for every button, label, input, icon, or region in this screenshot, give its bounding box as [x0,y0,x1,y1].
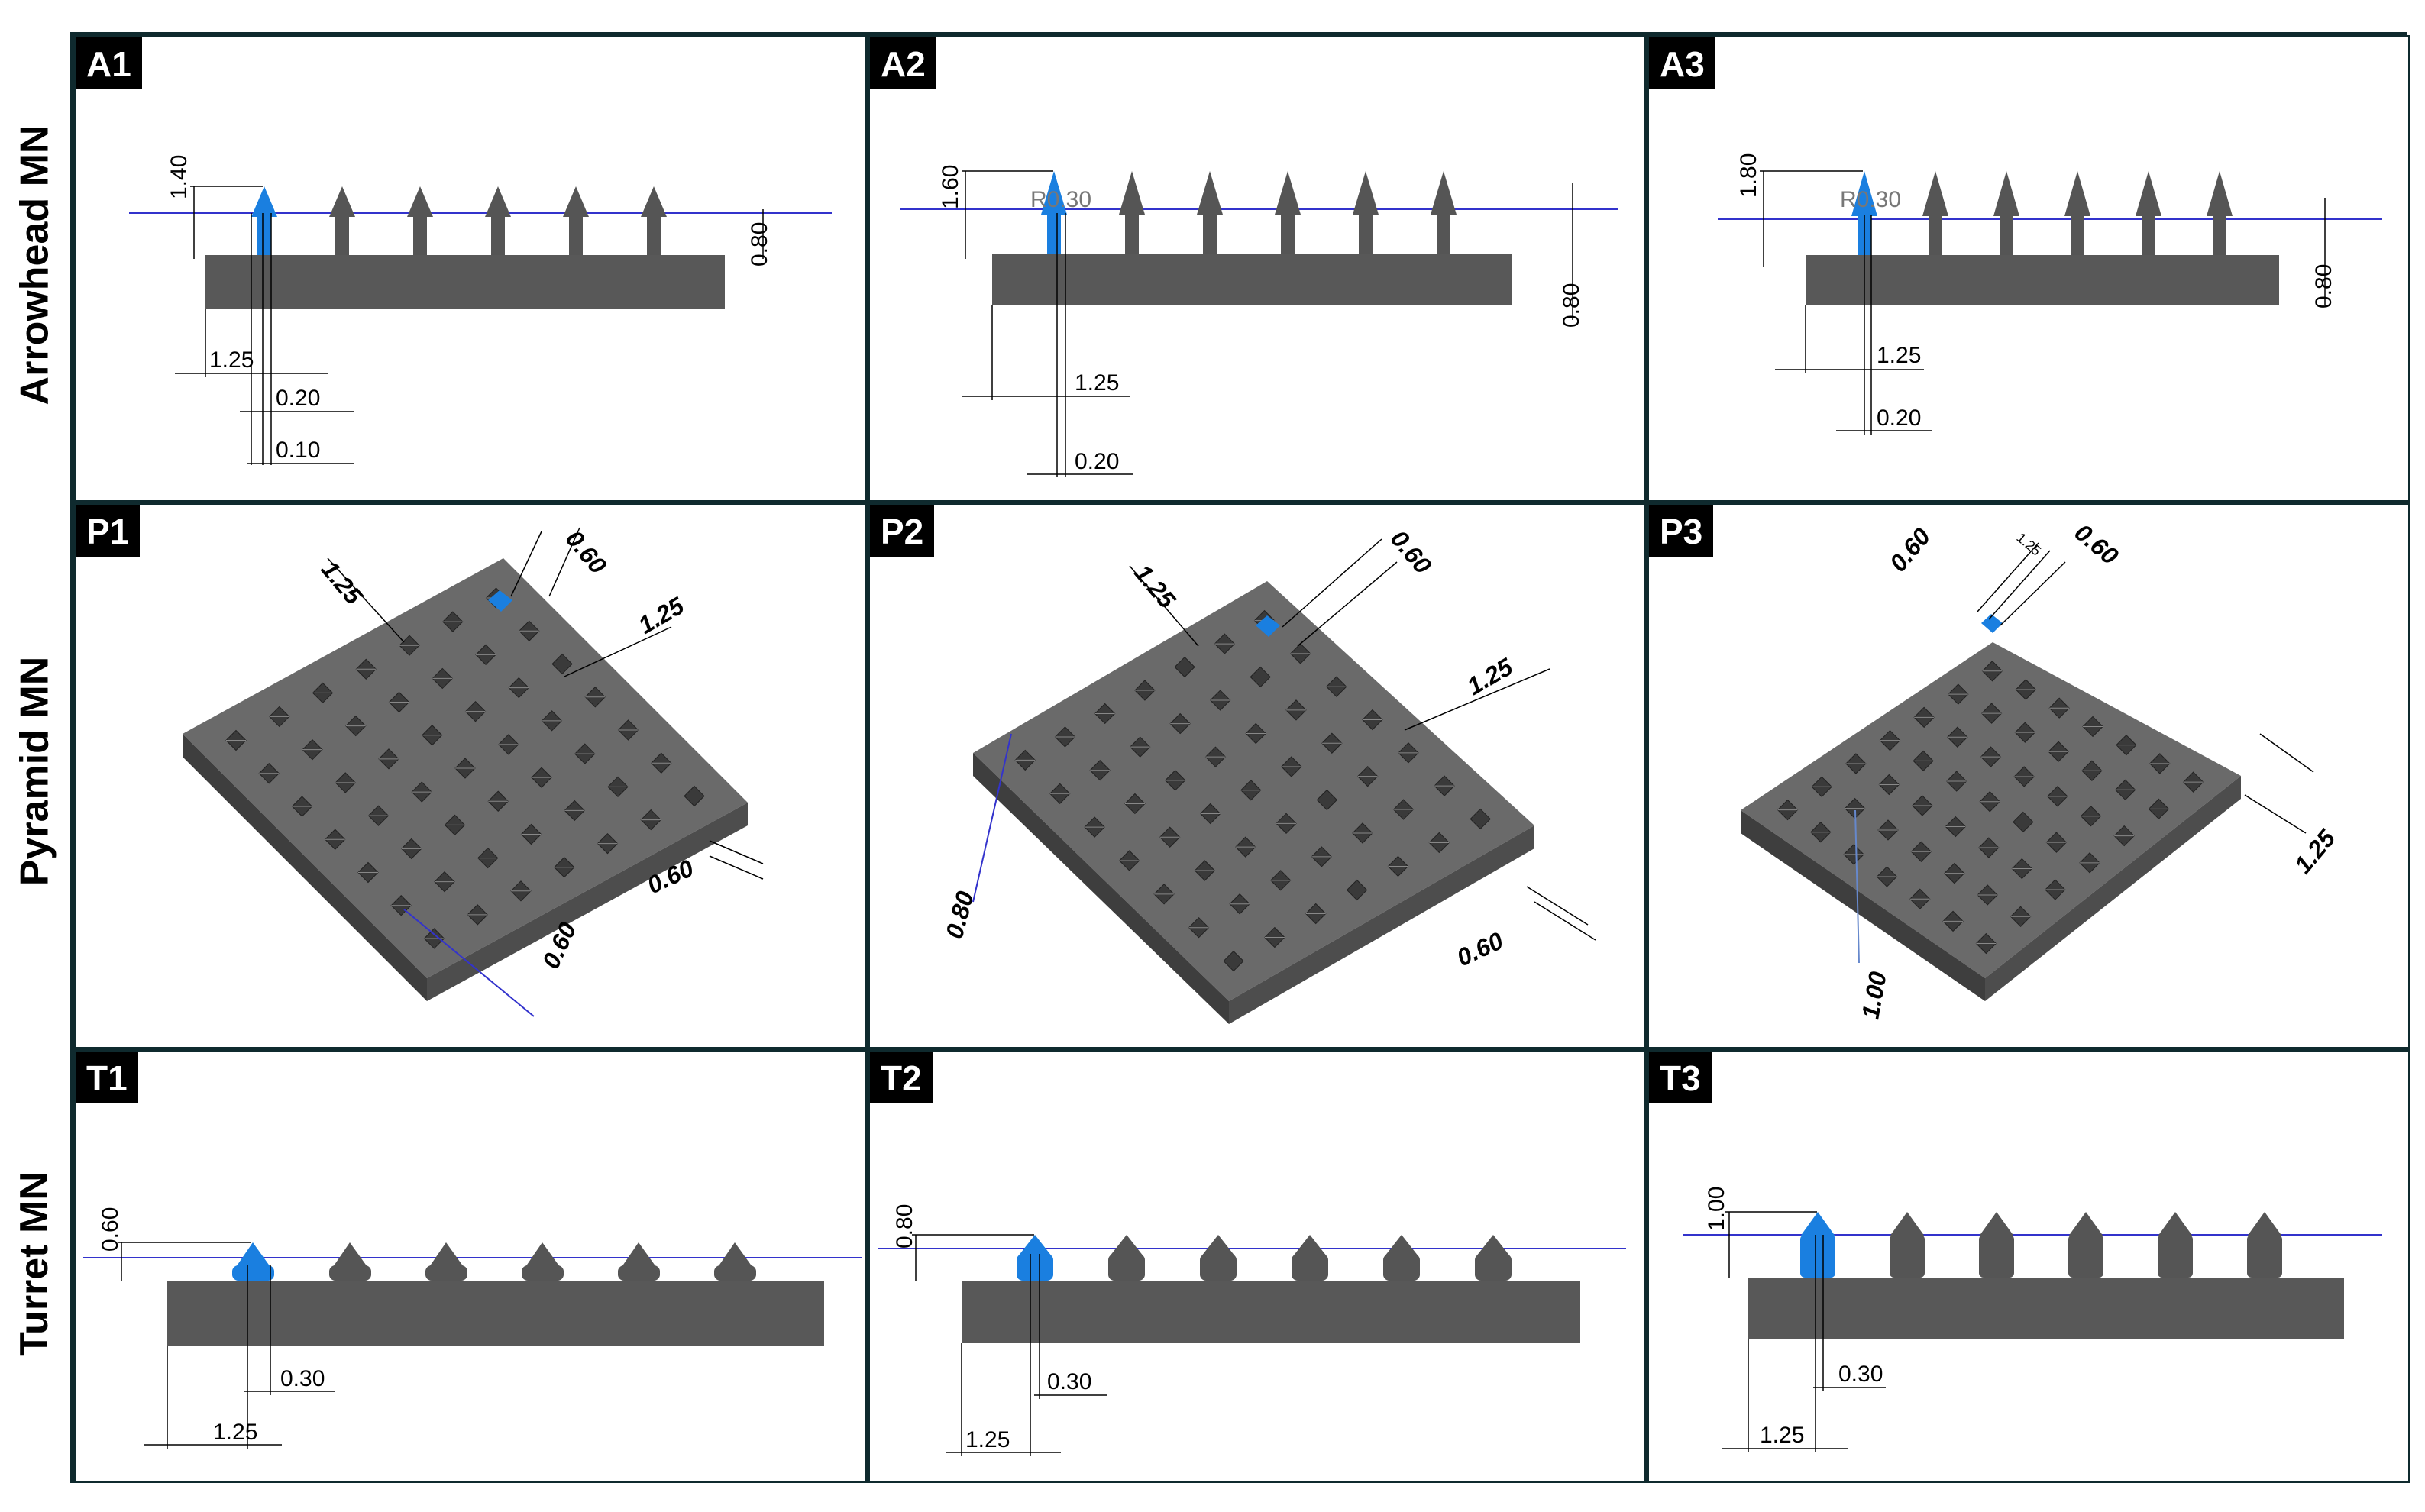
panel-tag: T3 [1649,1052,1712,1103]
turret-needles [232,1242,756,1281]
dim-height: 1.00 [1856,969,1891,1021]
dim-height: 1.00 [1704,1187,1729,1231]
panel-tag: P2 [870,505,935,557]
dim-pitch: 1.25 [965,1427,1010,1452]
dim-width-a: 0.60 [1385,525,1437,579]
panel-T3: 1.00 0.30 1.25 T3 [1647,1049,2410,1483]
dim-height: 1.80 [1736,153,1761,198]
dim-d2: 0.10 [276,438,320,463]
panel-tag: P3 [1649,505,1714,557]
dim-height: 0.80 [892,1204,917,1249]
panel-tag: A1 [76,37,142,89]
dim-pitch: 1.25 [1760,1423,1804,1448]
arrowhead-needles [1851,171,2233,255]
arrowhead-drawing: 1.60 R0.30 0.80 1.25 0.20 [900,165,1618,477]
dim-height: 1.40 [167,155,192,199]
dim-d1: 0.20 [276,386,320,411]
dim-width-b: 0.60 [2070,519,2124,570]
turret-drawing: 0.80 0.30 1.25 [878,1204,1626,1456]
turret-drawing: 0.60 0.30 1.25 [83,1207,862,1449]
row-label-turret: Turret MN [0,1045,69,1483]
dim-base: 0.80 [1559,283,1584,328]
panel-tag: A2 [870,37,936,89]
dim-pitch: 1.25 [1877,343,1921,368]
row-label-text: Arrowhead MN [12,124,57,405]
dim-base: 0.80 [2311,264,2336,309]
dim-width-a: 0.60 [1884,522,1936,577]
arrowhead-drawing: 1.40 0.80 1.25 0.20 0.10 [129,155,832,465]
arrowhead-drawing: 1.80 R0.30 0.80 1.25 0.20 [1718,153,2382,435]
panel-P1: 1.25 0.60 1.25 0.60 0.60 P1 [73,502,868,1049]
dim-pitch-a: 1.25 [316,555,368,610]
turret-needles [1800,1212,2282,1278]
panel-A1: 1.40 0.80 1.25 0.20 0.10 A1 [73,35,868,502]
panel-T2: 0.80 0.30 1.25 T2 [868,1049,1647,1483]
figure-grid: 1.40 0.80 1.25 0.20 0.10 A1 [70,32,2410,1483]
pyramid-drawing: 1.25 0.60 1.25 0.60 0.60 [183,525,764,1017]
dim-diameter: 0.30 [1047,1369,1091,1394]
row-label-text: Turret MN [12,1171,57,1356]
pyramid-array [225,587,705,949]
turret-drawing: 1.00 0.30 1.25 [1683,1187,2382,1452]
dim-radius: R0.30 [1840,187,1901,212]
row-label-pyramid: Pyramid MN [0,498,69,1045]
panel-A3: 1.80 R0.30 0.80 1.25 0.20 A3 [1647,35,2410,502]
dim-width-a: 0.60 [561,525,613,579]
panel-tag: T2 [870,1052,933,1103]
dim-pitch-b: 1.25 [2289,824,2341,879]
dim-pitch-b: 1.25 [1463,652,1518,700]
panel-A2: 1.60 R0.30 0.80 1.25 0.20 A2 [868,35,1647,502]
dim-diameter: 0.30 [280,1366,325,1391]
pyramid-array [1014,609,1491,972]
pyramid-array [1777,661,2204,955]
dim-pitch-a: 1.25 [1130,559,1182,614]
arrowhead-needles [1041,171,1457,254]
dim-radius: R0.30 [1030,187,1091,212]
dim-height: 0.80 [940,888,979,942]
dim-d1: 0.20 [1877,405,1921,431]
arrowhead-needles [251,186,667,255]
panel-tag: T1 [76,1052,138,1103]
dim-height: 1.60 [938,165,963,209]
panel-P3: 0.60 1.25 0.60 1.25 1.00 P3 [1647,502,2410,1049]
dim-base: 0.80 [747,222,772,267]
turret-needles [1017,1235,1512,1281]
pyramid-drawing: 0.60 1.25 0.60 1.25 1.00 [1741,519,2341,1021]
panel-T1: 0.60 0.30 1.25 T1 [73,1049,868,1483]
panel-tag: A3 [1649,37,1715,89]
dim-pitch: 1.25 [209,347,254,373]
row-label-arrowhead: Arrowhead MN [0,32,69,498]
dim-diameter: 0.30 [1838,1362,1883,1387]
pyramid-drawing: 1.25 0.60 1.25 0.60 0.80 [940,525,1596,1024]
dim-pitch: 1.25 [213,1420,257,1445]
panel-P2: 1.25 0.60 1.25 0.60 0.80 P2 [868,502,1647,1049]
dim-height: 0.60 [98,1207,123,1252]
row-label-text: Pyramid MN [12,656,57,887]
dim-pitch: 1.25 [1075,370,1119,396]
dim-width-b: 0.60 [1453,926,1508,971]
panel-tag: P1 [76,505,141,557]
dim-d1: 0.20 [1075,449,1119,474]
